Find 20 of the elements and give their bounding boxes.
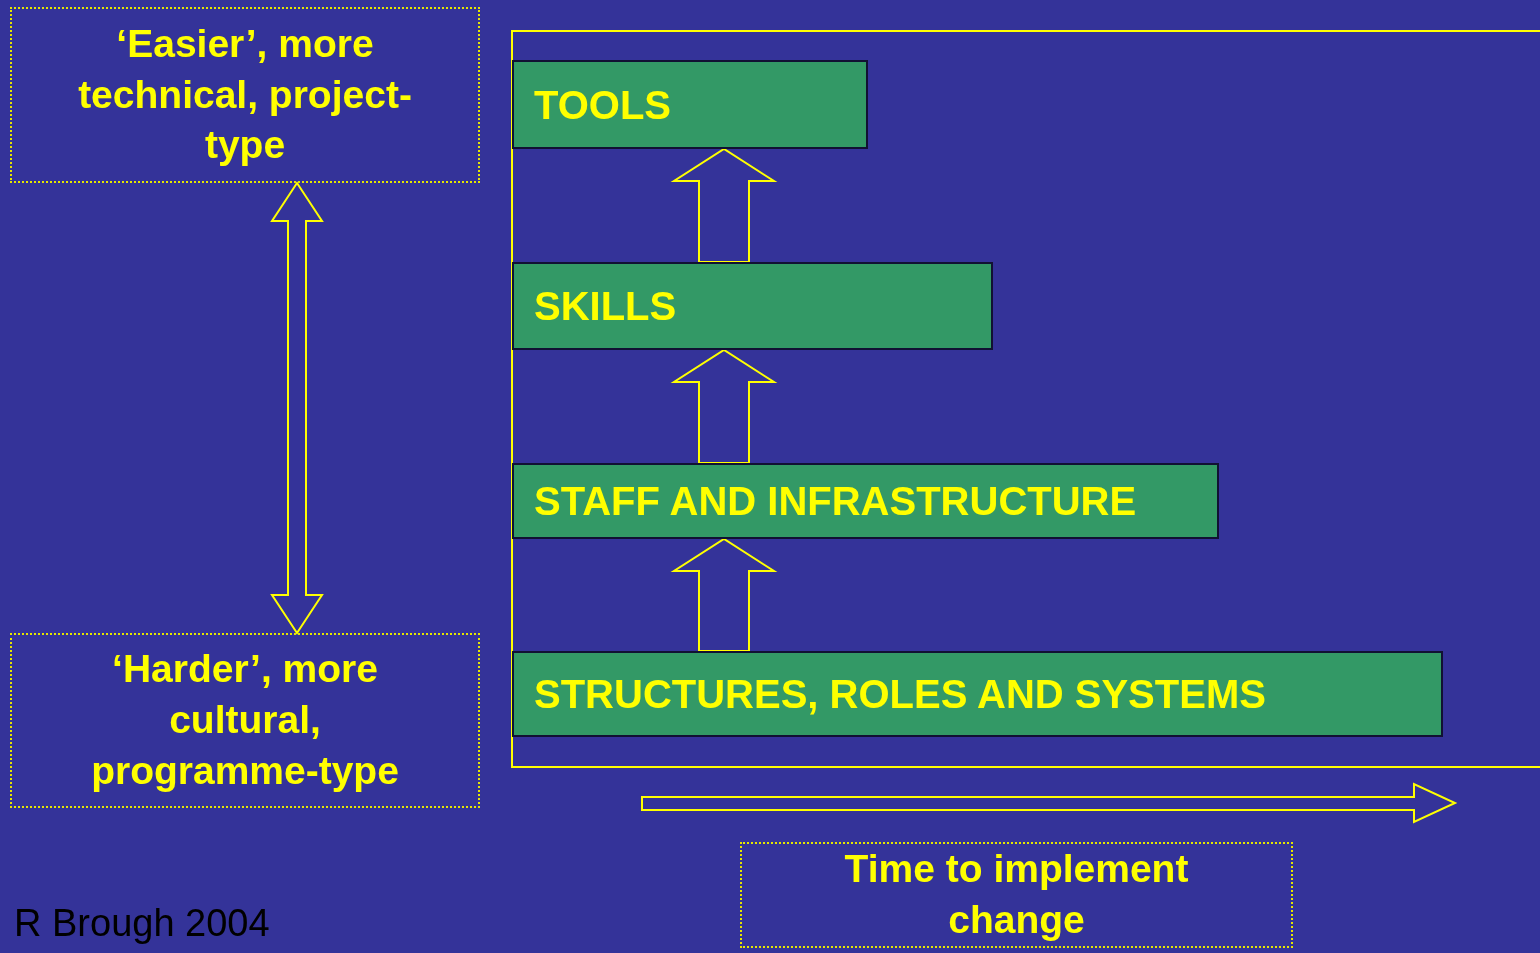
node-text: ‘Easier’, more technical, project-type: [77, 20, 413, 169]
node-text: TOOLS: [534, 81, 672, 129]
text-box: [740, 842, 1293, 948]
node-text: ‘Harder’, more cultural, programme-type: [90, 646, 400, 794]
node-text: SKILLS: [534, 283, 677, 330]
level-bar: [512, 651, 1443, 737]
block-arrow: [270, 181, 324, 635]
node-text: STRUCTURES, ROLES AND SYSTEMS: [534, 671, 1266, 718]
level-bar: [512, 60, 868, 149]
level-bar: [512, 262, 993, 350]
block-arrow: [670, 537, 778, 652]
node-text: STAFF AND INFRASTRUCTURE: [534, 478, 1137, 525]
frame-box: [511, 30, 1540, 768]
credit-text: R Brough 2004: [14, 902, 270, 945]
node-text: Time to implement change: [843, 846, 1190, 943]
level-bar: [512, 463, 1219, 539]
block-arrow: [670, 147, 778, 263]
text-box: [10, 633, 480, 808]
block-arrow: [670, 348, 778, 464]
text-box: [10, 7, 480, 183]
